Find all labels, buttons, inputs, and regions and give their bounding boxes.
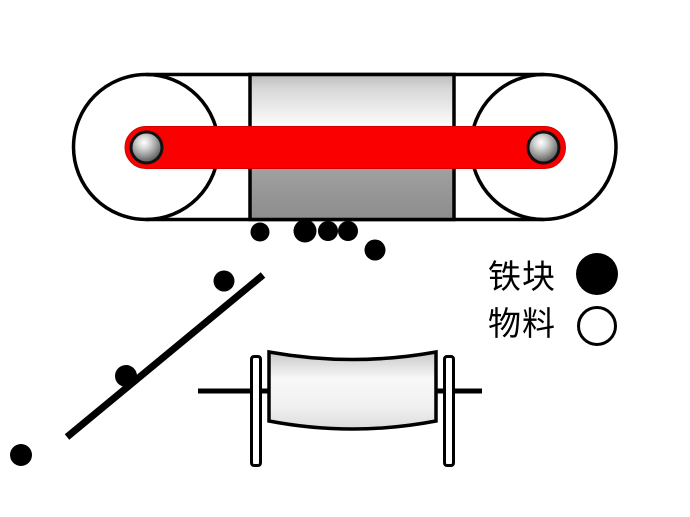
roller-body [267, 349, 438, 431]
roller-support-right [443, 355, 455, 467]
iron-block-dot [10, 444, 32, 466]
iron-blocks-falling-group [250, 219, 386, 261]
chute-blocks-group [10, 270, 235, 466]
iron-block-dot [338, 221, 358, 241]
hub-right-icon [526, 130, 561, 165]
magnetic-bar [124, 126, 566, 169]
iron-block-dot [115, 365, 137, 387]
iron-block-dot [318, 221, 338, 241]
iron-block-dot [293, 219, 317, 243]
iron-block-dot [250, 222, 270, 242]
iron-block-dot [364, 239, 386, 261]
legend-label-iron-block: 铁块 [488, 258, 556, 295]
material-swatch-icon [577, 306, 617, 346]
iron-block-dot [213, 270, 235, 292]
iron-block-swatch-icon [576, 253, 618, 295]
chute-line [64, 272, 266, 440]
hub-left-icon [129, 130, 164, 165]
legend-label-material: 物料 [488, 305, 556, 342]
roller-support-left [250, 355, 262, 467]
